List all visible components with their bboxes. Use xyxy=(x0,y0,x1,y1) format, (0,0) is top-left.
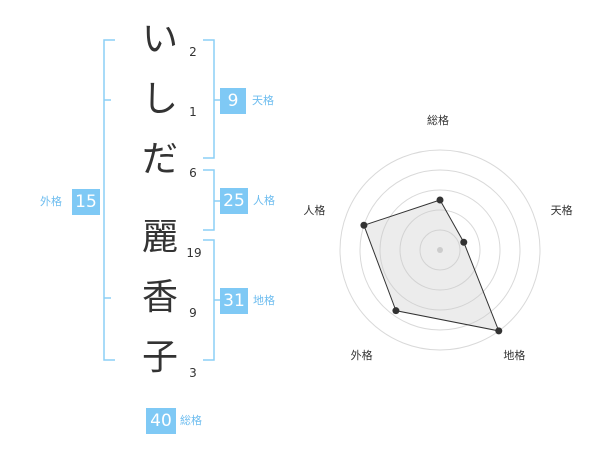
radar-axis-label: 地格 xyxy=(503,349,526,363)
radar-ring xyxy=(339,149,541,351)
radar-chart xyxy=(339,149,541,351)
radar-point xyxy=(460,238,468,246)
radar-point xyxy=(392,307,400,315)
jinkaku-value: 25 xyxy=(220,188,248,214)
stroke-count: 3 xyxy=(189,366,197,380)
chikaku-value: 31 xyxy=(220,288,248,314)
radar-ring xyxy=(379,189,501,311)
tenkaku-label: 天格 xyxy=(252,94,274,107)
radar-axis-label: 天格 xyxy=(550,203,573,217)
tenkaku-value: 9 xyxy=(220,88,246,114)
radar-point xyxy=(495,327,503,335)
radar-ring xyxy=(419,229,461,271)
chikaku-label: 地格 xyxy=(253,294,275,307)
stroke-count: 9 xyxy=(189,306,197,320)
stroke-count: 19 xyxy=(186,246,202,260)
name-char: 香 xyxy=(141,277,178,318)
radar-ring xyxy=(399,209,481,291)
gaikaku-value: 15 xyxy=(72,189,100,215)
radar-axis-label: 総格 xyxy=(427,114,449,127)
name-char: い xyxy=(141,19,178,60)
soukaku-label: 総格 xyxy=(180,414,202,427)
stroke-count: 2 xyxy=(189,45,197,59)
radar-center xyxy=(437,247,443,253)
name-char: し xyxy=(141,79,178,120)
soukaku-value: 40 xyxy=(146,408,176,434)
stroke-count: 6 xyxy=(189,166,197,180)
jinkaku-label: 人格 xyxy=(253,194,275,207)
radar-axis-label: 外格 xyxy=(350,349,373,363)
tenkaku-bracket xyxy=(203,39,215,159)
jinkaku-bracket xyxy=(203,169,215,231)
radar-polygon xyxy=(363,199,500,332)
gaikaku-label: 外格 xyxy=(40,195,62,208)
radar-point xyxy=(436,196,444,204)
radar-point xyxy=(360,221,368,229)
gaikaku-bracket xyxy=(103,39,115,361)
name-char: だ xyxy=(141,139,178,180)
radar-ring xyxy=(359,169,521,331)
name-char: 麗 xyxy=(141,217,178,258)
radar-axis-label: 人格 xyxy=(303,203,326,217)
name-char: 子 xyxy=(141,337,178,378)
stroke-count: 1 xyxy=(189,105,197,119)
